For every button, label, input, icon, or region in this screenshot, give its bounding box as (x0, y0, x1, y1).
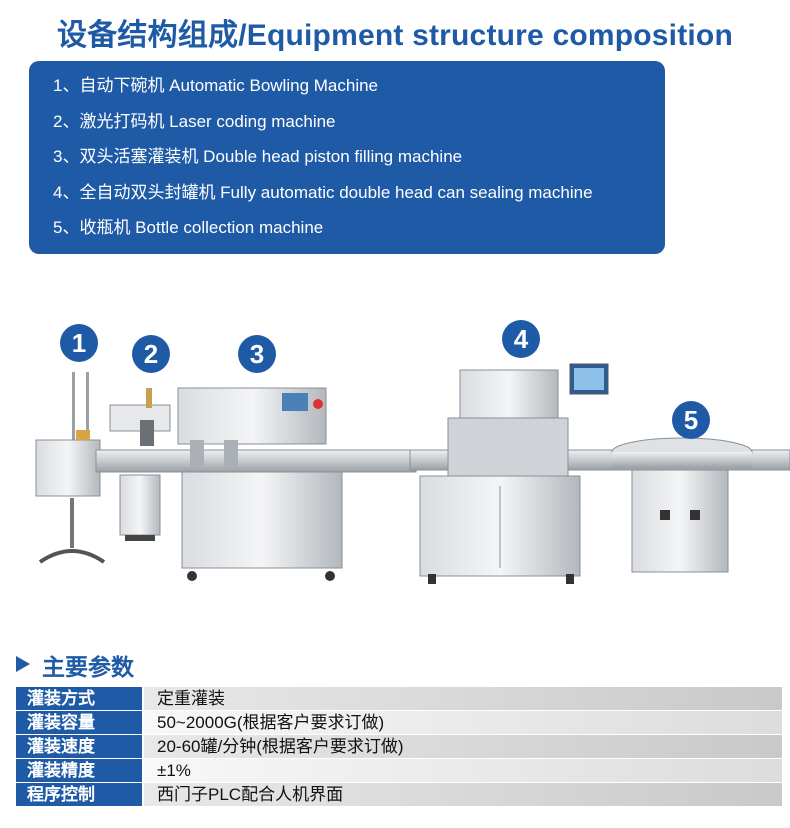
param-key: 灌装精度 (16, 759, 142, 782)
param-value: 50~2000G(根据客户要求订做) (144, 711, 782, 734)
params-title: 主要参数 (42, 654, 134, 680)
params-table: 灌装方式 定重灌装 灌装容量 50~2000G(根据客户要求订做) 灌装速度 2… (16, 687, 782, 807)
step-badge-2: 2 (132, 335, 170, 373)
production-line-illustration: 1 2 3 4 5 (0, 300, 790, 600)
page-title: 设备结构组成/Equipment structure composition (57, 19, 733, 52)
triangle-arrow-icon (16, 656, 30, 672)
component-list: 1、自动下碗机 Automatic Bowling Machine 2、激光打码… (29, 61, 665, 254)
param-key: 程序控制 (16, 783, 142, 806)
can-sealing-machine (419, 363, 609, 584)
param-value: 定重灌装 (144, 687, 782, 710)
param-value: ±1% (144, 759, 782, 782)
param-key: 灌装速度 (16, 735, 142, 758)
bottle-collection-machine (611, 437, 753, 573)
table-row: 灌装速度 20-60罐/分钟(根据客户要求订做) (16, 735, 782, 758)
piston-filling-machine (177, 387, 343, 581)
list-item: 4、全自动双头封罐机 Fully automatic double head c… (53, 183, 593, 202)
bowling-machine (35, 372, 106, 564)
conveyor-left (95, 449, 417, 473)
step-badge-5: 5 (672, 401, 710, 439)
param-key: 灌装容量 (16, 711, 142, 734)
list-item: 5、收瓶机 Bottle collection machine (53, 218, 324, 237)
step-badge-1: 1 (60, 324, 98, 362)
table-row: 灌装精度 ±1% (16, 759, 782, 782)
step-badge-4: 4 (502, 320, 540, 358)
machine-line-graphic (35, 363, 790, 584)
param-value: 20-60罐/分钟(根据客户要求订做) (144, 735, 782, 758)
list-item: 1、自动下碗机 Automatic Bowling Machine (53, 76, 379, 95)
list-item: 2、激光打码机 Laser coding machine (53, 112, 336, 131)
param-value: 西门子PLC配合人机界面 (144, 783, 782, 806)
laser-coding-machine (109, 388, 171, 541)
table-row: 灌装容量 50~2000G(根据客户要求订做) (16, 711, 782, 734)
list-item: 3、双头活塞灌装机 Double head piston filling mac… (53, 147, 463, 166)
step-badge-3: 3 (238, 335, 276, 373)
table-row: 灌装方式 定重灌装 (16, 687, 782, 710)
param-key: 灌装方式 (16, 687, 142, 710)
table-row: 程序控制 西门子PLC配合人机界面 (16, 783, 782, 806)
